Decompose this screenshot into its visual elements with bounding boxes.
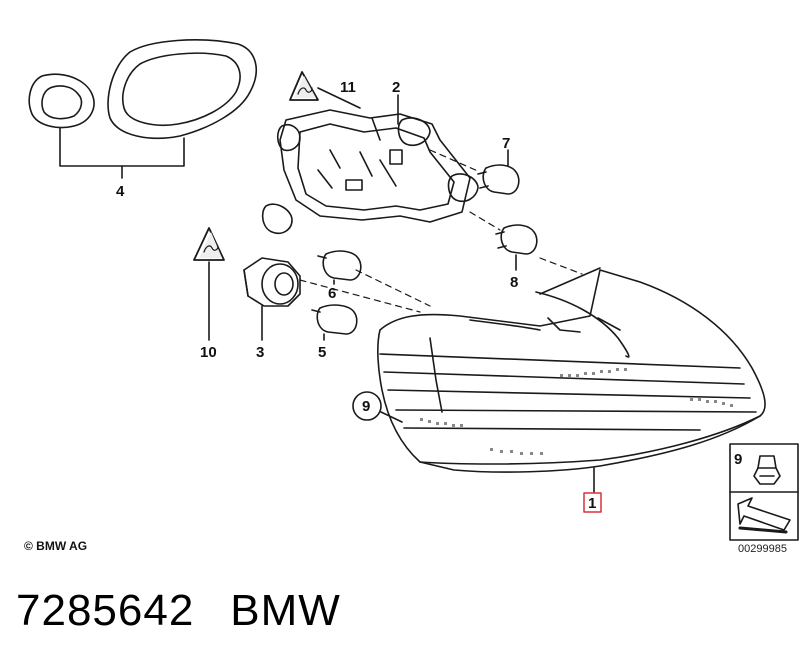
lens-pattern xyxy=(420,368,733,455)
callout-9: 9 xyxy=(362,398,370,415)
callout-2: 2 xyxy=(392,79,400,96)
callout-9-circle xyxy=(352,391,382,421)
leader-4 xyxy=(59,127,185,167)
callout-6: 6 xyxy=(328,285,336,302)
callout-1-highlight xyxy=(583,492,602,513)
inset-callout-9: 9 xyxy=(734,451,742,468)
bulb-socket-3 xyxy=(243,257,301,307)
warning-triangle-icon xyxy=(193,227,225,261)
callout-7: 7 xyxy=(502,135,510,152)
part-number: 7285642 xyxy=(16,586,195,635)
brand-name: BMW xyxy=(230,586,341,635)
callout-4: 4 xyxy=(116,183,125,200)
bulb-7 xyxy=(477,164,520,195)
callout-5: 5 xyxy=(318,344,326,361)
callout-3: 3 xyxy=(256,344,264,361)
assembly-dash-lines xyxy=(299,149,583,313)
footer-caption: 7285642 BMW xyxy=(16,586,377,636)
clip-nut-icon xyxy=(753,455,781,485)
bulb-6 xyxy=(317,250,362,281)
bulb-carrier xyxy=(261,109,479,235)
callout-10: 10 xyxy=(200,344,217,361)
gasket-small xyxy=(28,73,95,129)
bulb-8 xyxy=(495,224,538,255)
callout-1: 1 xyxy=(588,495,596,512)
leader-11 xyxy=(317,87,361,109)
arrow-icon xyxy=(737,497,791,534)
leader-9 xyxy=(380,411,403,423)
warning-triangle-icon xyxy=(289,71,319,101)
callout-8: 8 xyxy=(510,274,518,291)
diagram-number: 00299985 xyxy=(738,543,787,555)
tail-light-housing xyxy=(377,267,766,473)
inset-panel xyxy=(729,443,799,541)
callout-11: 11 xyxy=(340,79,356,96)
copyright-notice: © BMW AG xyxy=(24,539,88,553)
gasket-large xyxy=(107,39,258,139)
bulb-5 xyxy=(311,304,358,335)
